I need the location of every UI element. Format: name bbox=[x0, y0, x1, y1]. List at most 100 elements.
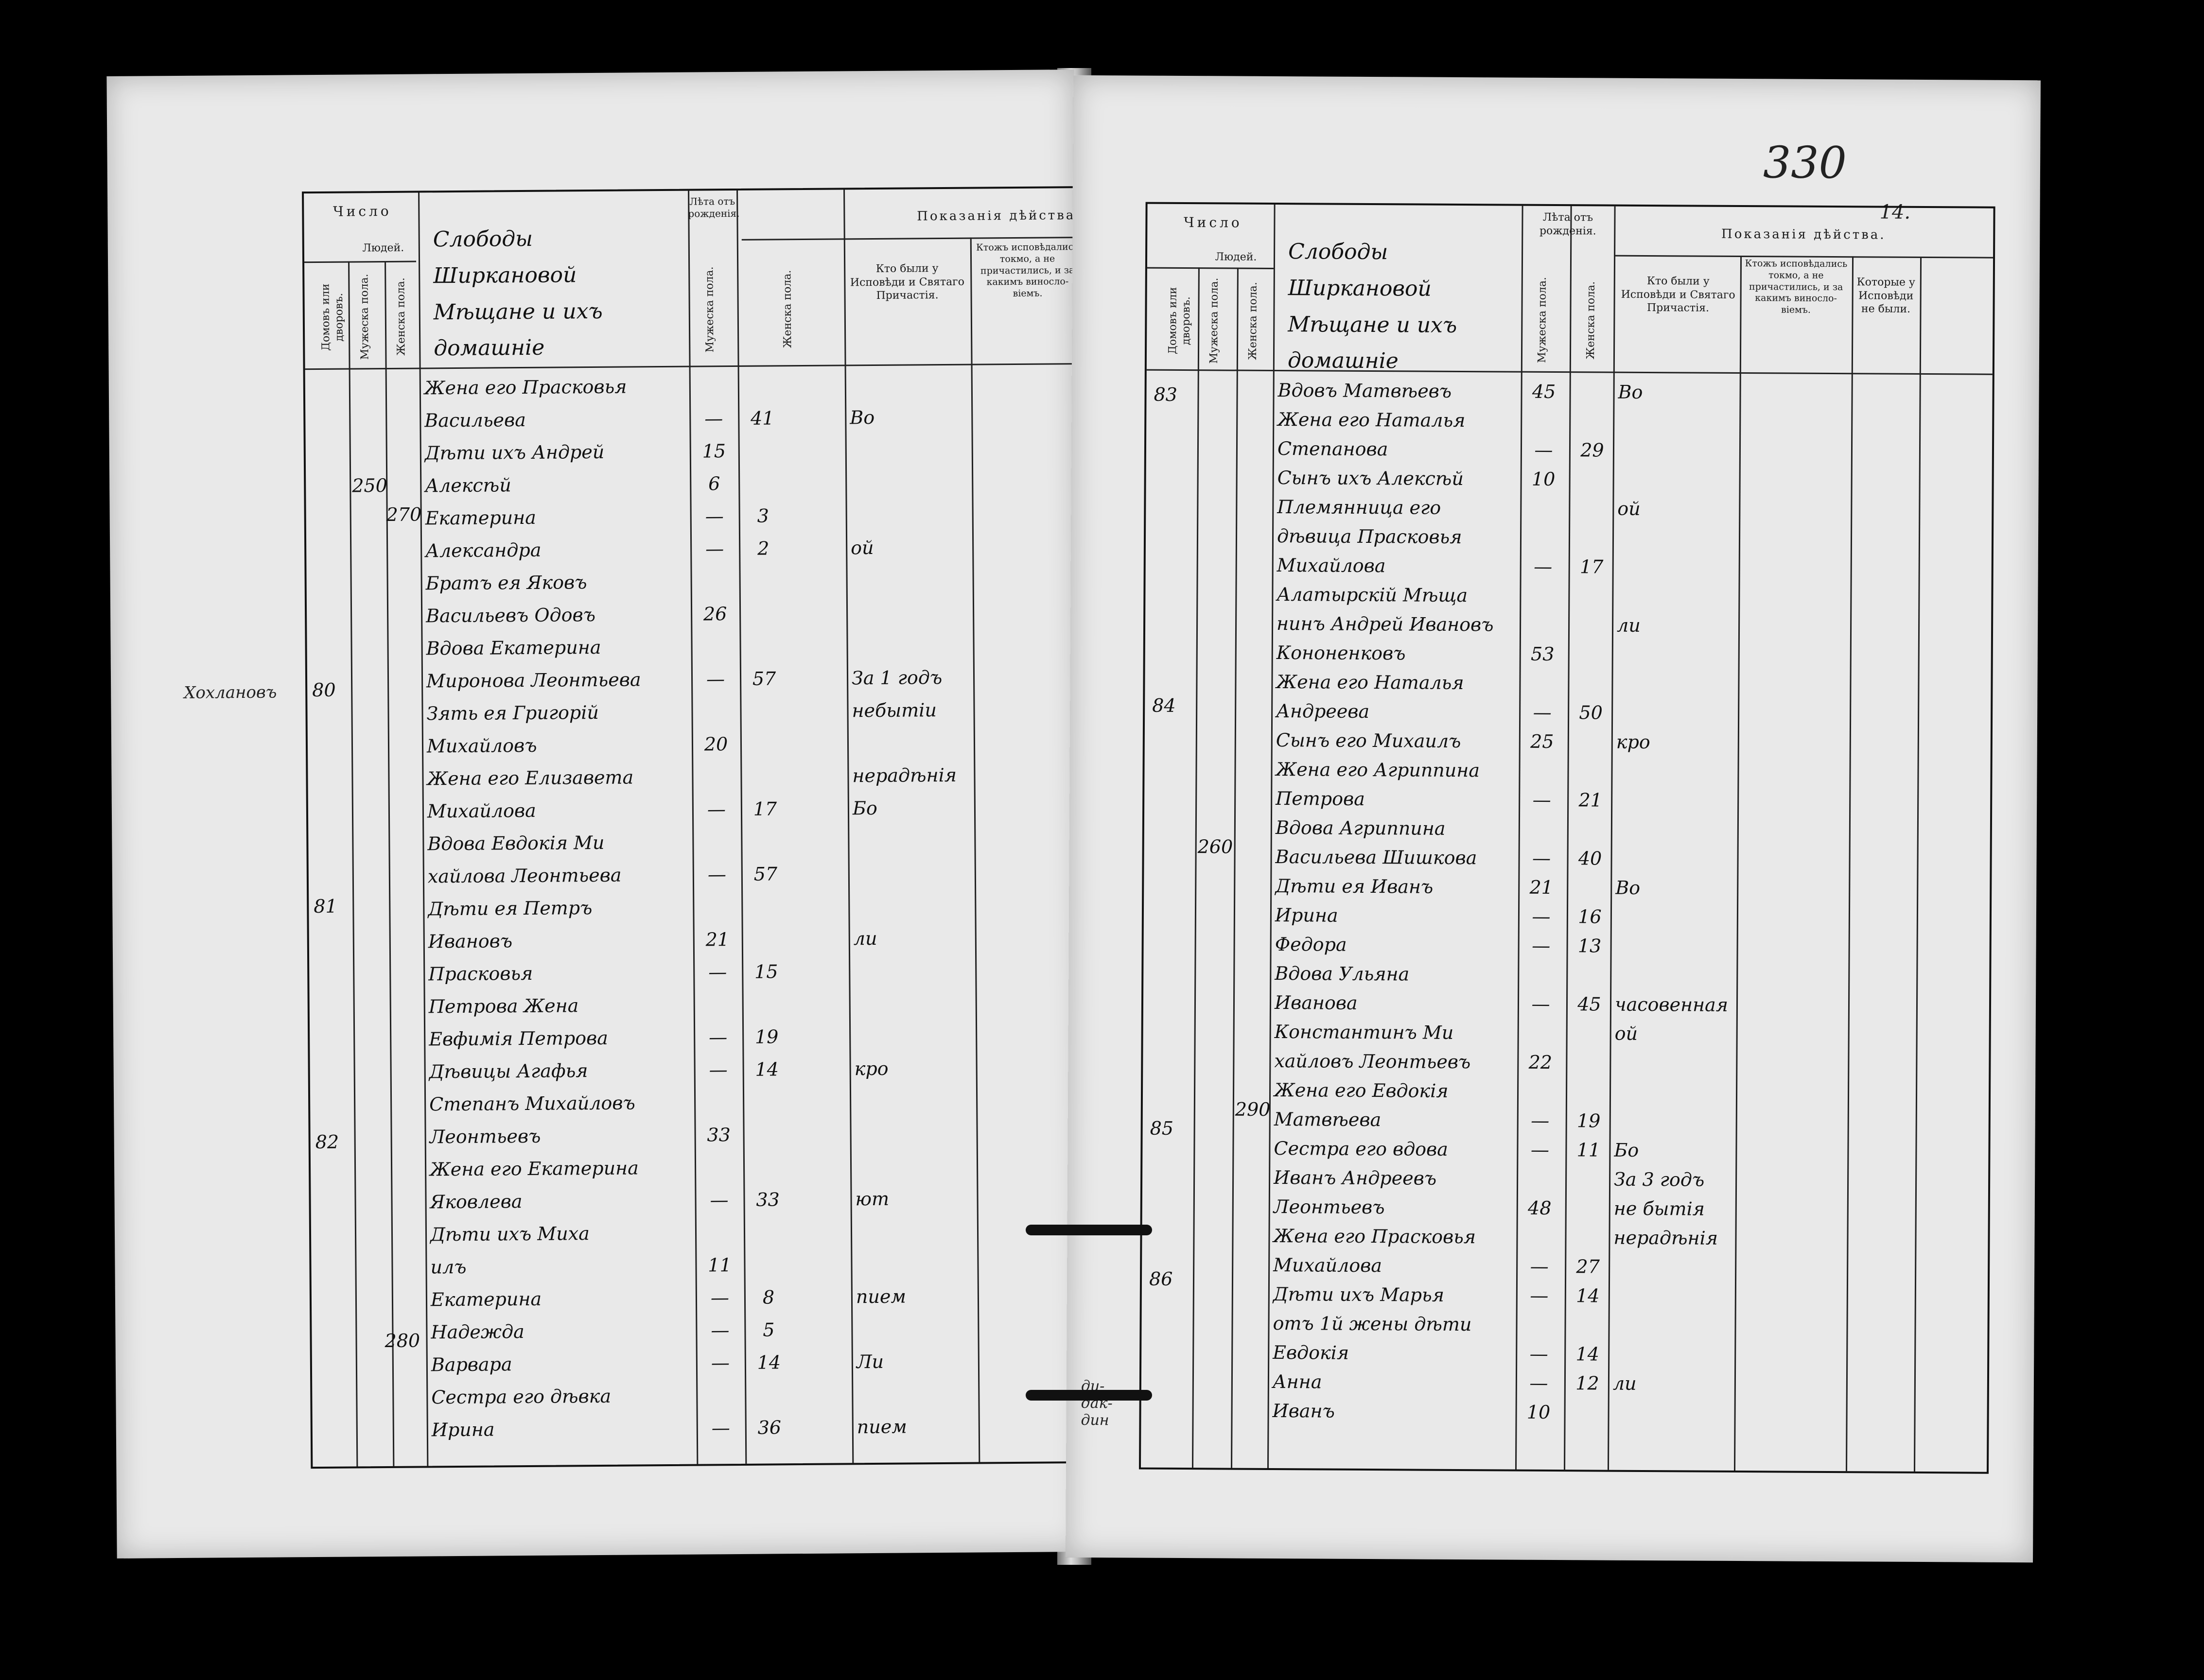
entry-name: Михайлова bbox=[1277, 554, 1386, 577]
entry-name: Варвара bbox=[431, 1353, 512, 1376]
age-female: 14 bbox=[757, 1351, 781, 1373]
age-male: — bbox=[1533, 701, 1552, 723]
header-kto-byli: Кто были у Исповѣди и Святаго Причастія. bbox=[850, 262, 965, 302]
entry-note: ой bbox=[1614, 1022, 1638, 1044]
age-female: 36 bbox=[757, 1417, 782, 1438]
muzh-total: 260 bbox=[1197, 836, 1233, 858]
entry-note: нерадѣнія bbox=[852, 764, 957, 787]
header-muzh: Мужеска пола. bbox=[1207, 277, 1221, 364]
entry-name: Надежда bbox=[431, 1321, 525, 1343]
entry-name: Михайловъ bbox=[426, 734, 537, 757]
entry-note: ют bbox=[855, 1188, 890, 1210]
entry-name: Васильева Шишкова bbox=[1275, 846, 1477, 869]
entry-name: илъ bbox=[430, 1256, 467, 1278]
age-male: — bbox=[1532, 935, 1551, 956]
age-female: 33 bbox=[756, 1189, 780, 1211]
header-chislo: Число bbox=[332, 203, 392, 220]
age-male: — bbox=[705, 538, 724, 560]
age-male: — bbox=[707, 798, 726, 820]
entry-name: Анна bbox=[1272, 1370, 1322, 1393]
entry-note: часовенная bbox=[1614, 993, 1729, 1016]
age-female: 19 bbox=[1576, 1110, 1601, 1132]
dvor-number: 80 bbox=[312, 679, 336, 701]
header-leta: Лѣта отъ рожденія. bbox=[688, 195, 740, 220]
right-page: 330 14. Число Людей. Домовъ или дворовъ.… bbox=[1066, 75, 2041, 1563]
entry-name: Миронова Леонтьева bbox=[426, 669, 641, 692]
col-divider bbox=[1563, 206, 1572, 1470]
entry-name: нинъ Андрей Ивановъ bbox=[1276, 613, 1494, 636]
entry-note: Во bbox=[1618, 381, 1643, 403]
entry-name: Алатырскій Мѣща bbox=[1277, 584, 1468, 606]
entry-name: Степанова bbox=[1277, 438, 1388, 460]
age-male: — bbox=[1530, 1139, 1550, 1160]
header-ktozh: Ктожъ исповѣдались токмо, а не причастил… bbox=[1745, 258, 1848, 315]
age-female: 50 bbox=[1579, 702, 1603, 724]
entry-name: Вдова Ульяна bbox=[1275, 963, 1410, 985]
entry-note: небытіи bbox=[852, 699, 937, 722]
age-male: 21 bbox=[1529, 876, 1554, 899]
age-female: 12 bbox=[1575, 1372, 1599, 1394]
entry-name: Жена его Наталья bbox=[1277, 409, 1466, 432]
age-female: 17 bbox=[1579, 556, 1604, 578]
col-divider bbox=[1515, 206, 1523, 1470]
col-divider bbox=[1913, 256, 1922, 1472]
header-pokazania: Показанія дѣйства. bbox=[1721, 226, 1886, 242]
age-female: 13 bbox=[1577, 935, 1602, 957]
entry-name: Сестра его дѣвка bbox=[431, 1385, 612, 1408]
header-leta-muzh: Мужеска пола. bbox=[1536, 277, 1549, 364]
entry-name: дѣвица Прасковья bbox=[1277, 525, 1462, 548]
dvor-number: 86 bbox=[1149, 1268, 1173, 1290]
col-divider bbox=[688, 191, 699, 1464]
right-heading: Слободы Ширкановой Мѣщане и ихъ домашніе bbox=[1287, 239, 1457, 374]
left-page: Хохлановъ Число Людей. Домовъ или дворов… bbox=[106, 69, 1166, 1559]
left-heading: Слободы Ширкановой Мѣщане и ихъ домашніе bbox=[433, 226, 603, 361]
entry-name: Жена его Елизавета bbox=[427, 766, 634, 790]
entry-name: Вдовъ Матвѣевъ bbox=[1277, 380, 1452, 402]
header-zhen: Женска пола. bbox=[1246, 282, 1259, 361]
age-male: 22 bbox=[1528, 1051, 1553, 1073]
age-female: 17 bbox=[753, 798, 777, 820]
age-male: — bbox=[709, 1059, 728, 1081]
entry-name: Федора bbox=[1275, 934, 1347, 955]
entry-name: Васильева bbox=[424, 409, 526, 432]
age-male: — bbox=[1534, 555, 1553, 577]
entry-note: ой bbox=[1617, 498, 1641, 520]
age-male: 20 bbox=[704, 733, 728, 755]
age-female: 21 bbox=[1578, 789, 1602, 811]
age-male: — bbox=[708, 961, 727, 983]
right-ledger-table: Число Людей. Домовъ или дворовъ. Мужеска… bbox=[1138, 202, 1995, 1474]
entry-name: Вдова Екатерина bbox=[426, 636, 601, 659]
entry-name: Сестра его вдова bbox=[1274, 1138, 1449, 1160]
entry-name: Дѣти ея Иванъ bbox=[1275, 875, 1434, 898]
entry-note: ли bbox=[1616, 614, 1641, 636]
left-ledger-table: Число Людей. Домовъ или дворовъ. Мужеска… bbox=[302, 185, 1166, 1469]
col-divider bbox=[348, 261, 358, 1467]
age-female: 57 bbox=[752, 668, 776, 690]
entry-note: нерадѣнія bbox=[1613, 1227, 1718, 1249]
header-lyudei: Людей. bbox=[362, 242, 404, 255]
header-leta-zhen: Женска пола. bbox=[781, 270, 794, 348]
entry-note: Бо bbox=[852, 797, 877, 819]
entry-name: Васильевъ Одовъ bbox=[425, 604, 596, 627]
age-male: 53 bbox=[1530, 643, 1555, 665]
entry-note: не бытія bbox=[1613, 1197, 1705, 1220]
header-line bbox=[304, 260, 417, 263]
entry-note: пием bbox=[857, 1416, 907, 1438]
entry-note: кро bbox=[854, 1057, 889, 1080]
entry-name: Евдокія bbox=[1273, 1341, 1349, 1364]
folio-number: 330 bbox=[1763, 137, 1847, 189]
entry-name: хайлова Леонтьева bbox=[427, 864, 622, 887]
entry-note: Во bbox=[850, 406, 875, 429]
age-female: 14 bbox=[1576, 1285, 1600, 1307]
col-divider bbox=[1230, 267, 1239, 1468]
entry-name: хайловъ Леонтьевъ bbox=[1274, 1050, 1471, 1073]
header-domov: Домовъ или дворовъ. bbox=[319, 283, 346, 351]
entry-name: Матвѣева bbox=[1274, 1108, 1382, 1131]
entry-name: Алексѣй bbox=[425, 474, 511, 497]
age-female: 2 bbox=[757, 537, 770, 559]
age-female: 5 bbox=[763, 1319, 775, 1341]
binding-thread bbox=[1026, 1390, 1152, 1401]
age-female: 45 bbox=[1577, 993, 1601, 1015]
dvor-number: 85 bbox=[1150, 1117, 1174, 1139]
entry-name: Жена его Прасковья bbox=[1273, 1225, 1476, 1248]
